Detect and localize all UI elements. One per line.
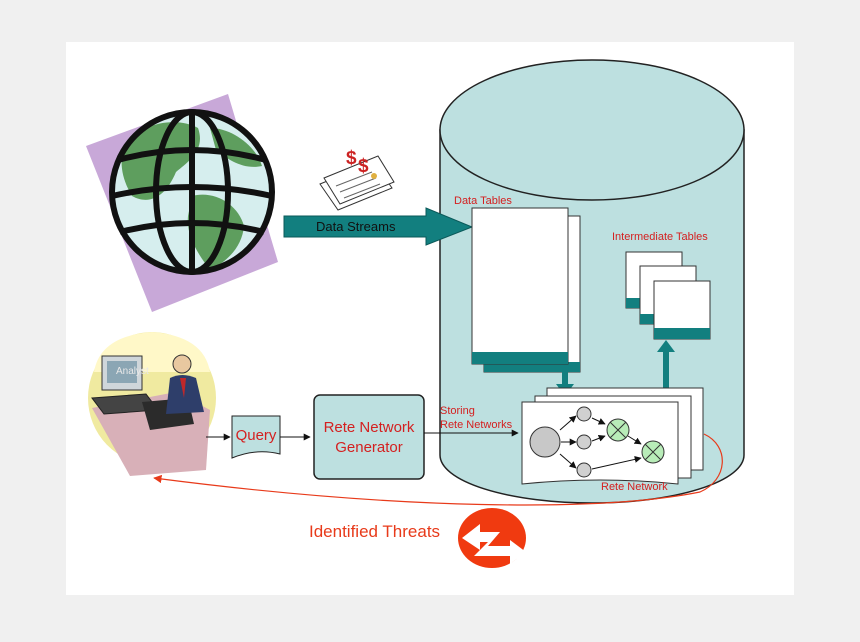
data-tables-label: Data Tables	[454, 195, 512, 207]
generator-label-line2: Generator	[335, 439, 403, 456]
data-streams-label: Data Streams	[316, 219, 396, 234]
intermediate-tables-stack	[625, 251, 711, 340]
query-label: Query	[236, 427, 277, 444]
rete-network-label: Rete Network	[601, 481, 668, 493]
svg-text:$: $	[358, 156, 369, 177]
analyst-label: Analyst	[116, 366, 149, 377]
globe-icon	[86, 94, 278, 312]
analyst-computer-icon	[88, 332, 216, 476]
intermediate-tables-label: Intermediate Tables	[612, 231, 708, 243]
rete-network-generator: Rete Network Generator	[313, 394, 425, 480]
threat-arrow-icon	[458, 508, 526, 568]
query-document: Query	[231, 415, 281, 459]
join-node-1	[606, 418, 630, 442]
rete-network-graph	[529, 406, 665, 478]
svg-text:$: $	[346, 148, 357, 169]
documents-icon: $ $	[319, 148, 395, 211]
join-node-2	[641, 440, 665, 464]
data-tables-stack	[471, 207, 581, 373]
generator-label-line1: Rete Network	[324, 419, 415, 436]
threat-return-arrow	[153, 433, 723, 506]
storing-label-line1: Storing	[440, 405, 475, 417]
storing-label-line2: Rete Networks	[440, 419, 513, 431]
data-streams-arrow: Data Streams	[283, 207, 474, 246]
identified-threats-label: Identified Threats	[309, 522, 440, 541]
